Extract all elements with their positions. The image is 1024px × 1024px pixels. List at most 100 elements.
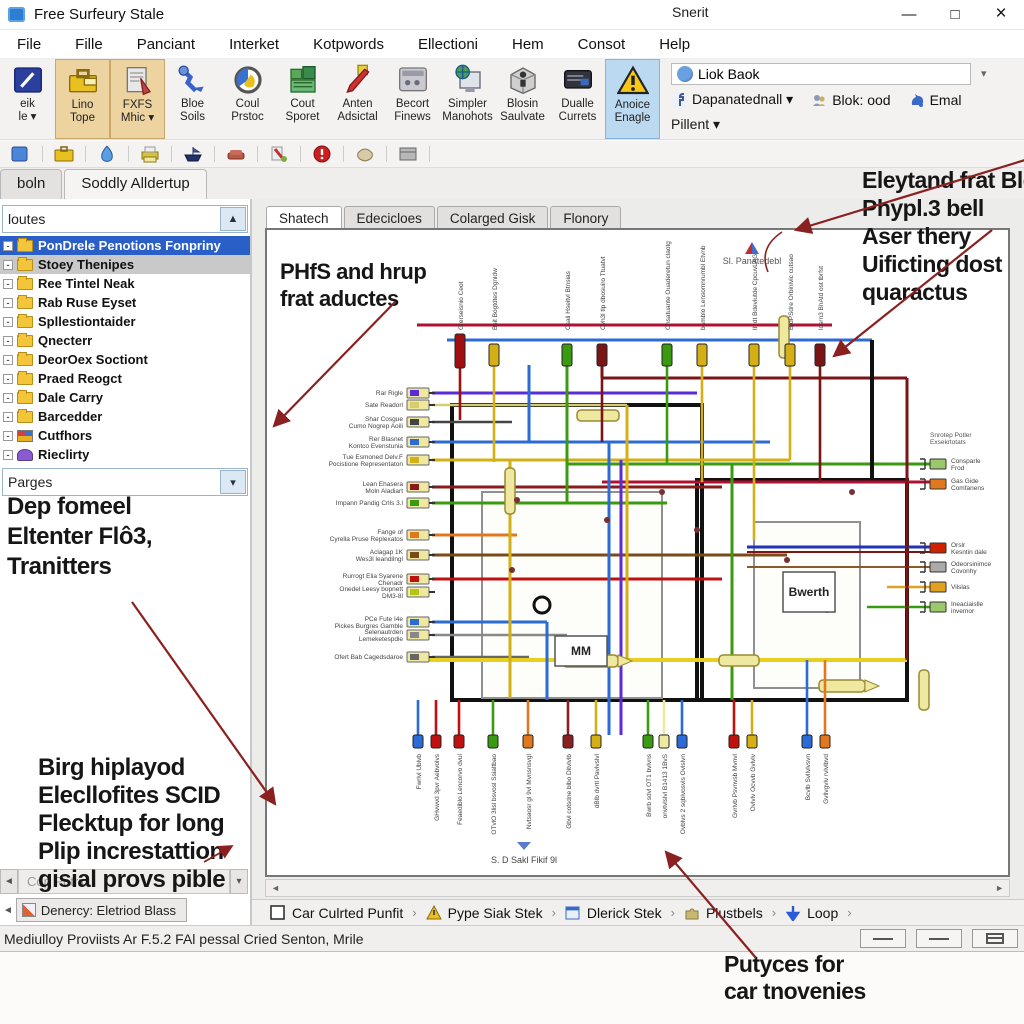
quickbar-icon[interactable]	[183, 145, 203, 163]
tree-expand-icon[interactable]: -	[3, 297, 13, 308]
menu-item[interactable]: Kotpwords	[313, 35, 384, 53]
diagram-tab[interactable]: Shatech	[266, 206, 342, 230]
tree-expand-icon[interactable]: -	[3, 278, 13, 289]
tree-folder-icon	[17, 237, 33, 252]
tree-item[interactable]: - PonDrele Penotions Fonpriny	[0, 236, 250, 255]
tree-item[interactable]: - Barcedder	[0, 407, 250, 426]
tree-expand-icon[interactable]: -	[3, 354, 13, 365]
quickbar-icon[interactable]	[140, 145, 160, 163]
toolbar-button[interactable]: eik le ▾	[0, 59, 55, 139]
pillent-button[interactable]: Pillent ▾	[671, 116, 721, 132]
scroll-down-arrow[interactable]: ▾	[230, 869, 248, 894]
restore-button-2[interactable]	[916, 929, 962, 948]
toolbar-button[interactable]: Anoice Enagle	[605, 59, 660, 139]
tree-item[interactable]: - Praed Reogct	[0, 369, 250, 388]
menu-item[interactable]: Panciant	[136, 35, 196, 53]
denercy-button[interactable]: Denercy: Eletriod Blass	[15, 898, 188, 922]
toolbar-button[interactable]: Dualle Currets	[550, 59, 605, 139]
toolbar-button[interactable]: Bloe Soils	[165, 59, 220, 139]
tree-expand-icon[interactable]: -	[3, 240, 13, 251]
quickbar-icon[interactable]	[97, 145, 117, 163]
scrollbar-left-arrow[interactable]: ◄	[271, 883, 280, 893]
restore-button-3[interactable]	[972, 929, 1018, 948]
quickbar-icon[interactable]	[398, 145, 418, 163]
svg-text:bamblo Lensomnrumbl Etvnb: bamblo Lensomnrumbl Etvnb	[700, 245, 707, 330]
tree-expand-icon[interactable]: -	[3, 259, 13, 270]
search-input[interactable]	[698, 66, 948, 82]
scrollbar-right-arrow[interactable]: ►	[995, 883, 1004, 893]
toolbar-button[interactable]: Simpler Manohots	[440, 59, 495, 139]
quickbar-icon[interactable]	[269, 145, 289, 163]
tree-item[interactable]: - Stoey Thenipes	[0, 255, 250, 274]
quickbar-icon[interactable]	[11, 145, 31, 163]
diagram-tab[interactable]: Flonory	[550, 206, 622, 230]
routes-collapse-button[interactable]: ▲	[220, 207, 246, 231]
tree-expand-icon[interactable]: -	[3, 430, 13, 441]
breadcrumb-item[interactable]: Dlerick Stek	[565, 905, 662, 921]
quickbar-icon[interactable]	[226, 145, 246, 163]
toolbar-button[interactable]: Coul Prstoc	[220, 59, 275, 139]
tree-expand-icon[interactable]: -	[3, 392, 13, 403]
menu-item[interactable]: Consot	[577, 35, 626, 53]
breadcrumb-item-icon	[270, 904, 286, 921]
document-tab[interactable]: Soddly Alldertup	[64, 169, 207, 199]
scroll-left-arrow[interactable]: ◄	[0, 869, 18, 894]
svg-text:Rar Rigle: Rar Rigle	[376, 390, 403, 397]
parges-collapse-button[interactable]: ▾	[220, 470, 246, 494]
tree-item[interactable]: - Spllestiontaider	[0, 312, 250, 331]
toolbar-button[interactable]: Lino Tope	[55, 59, 110, 139]
tree-expand-icon[interactable]: -	[3, 411, 13, 422]
minimize-button[interactable]: —	[901, 5, 917, 23]
tree-expand-icon[interactable]: -	[3, 316, 13, 327]
breadcrumb-item[interactable]: Loop	[785, 905, 838, 922]
menu-item[interactable]: Hem	[512, 35, 544, 53]
back-arrow-icon[interactable]: ◄	[3, 904, 13, 916]
document-tab[interactable]: boln	[0, 169, 63, 199]
tree-item[interactable]: - DeorOex Soctiont	[0, 350, 250, 369]
quickbar-icon[interactable]	[54, 145, 74, 163]
toolbar-button[interactable]: FXFS Mhic ▾	[110, 59, 165, 139]
toolbar-button-icon	[231, 62, 265, 98]
breadcrumb-item[interactable]: Pype Siak Stek	[425, 904, 543, 921]
search-dropdown-arrow[interactable]: ▾	[981, 68, 987, 80]
menu-item[interactable]: File	[17, 35, 42, 53]
menu-item[interactable]: Ellectioni	[417, 35, 478, 53]
close-button[interactable]: ×	[995, 3, 1007, 24]
menu-item[interactable]: Help	[659, 35, 691, 53]
svg-text:Onsatuante Ouaderetun claotg: Onsatuante Ouaderetun claotg	[665, 241, 672, 330]
tree-item[interactable]: - Rieclirty	[0, 445, 250, 464]
diagram-tab[interactable]: Colarged Gisk	[436, 206, 549, 230]
menu-item[interactable]: Interket	[229, 35, 280, 53]
tree-expand-icon[interactable]: -	[3, 373, 13, 384]
toolbar-button[interactable]: Blosin Saulvate	[495, 59, 550, 139]
tree-item[interactable]: - Cutfhors	[0, 426, 250, 445]
canvas-horizontal-scrollbar[interactable]: ◄ ►	[265, 879, 1010, 897]
toolbar-button[interactable]: Becort Finews	[385, 59, 440, 139]
tree-item[interactable]: - Qnecterr	[0, 331, 250, 350]
breadcrumb-item[interactable]: Plustbels	[684, 905, 763, 921]
search-box[interactable]	[671, 63, 971, 85]
toolbar-button[interactable]: Anten Adsictal	[330, 59, 385, 139]
menu-item[interactable]: Fille	[75, 35, 103, 53]
toolbar-link[interactable]: Emal	[909, 92, 962, 108]
quickbar-icon[interactable]	[355, 145, 375, 163]
quickbar-icon[interactable]	[312, 145, 332, 163]
tree-expand-icon[interactable]: -	[3, 335, 13, 346]
toolbar-button[interactable]: Cout Sporet	[275, 59, 330, 139]
breadcrumb-item[interactable]: Car Culrted Punfit	[270, 905, 403, 921]
restore-button-1[interactable]	[860, 929, 906, 948]
maximize-button[interactable]: □	[950, 5, 960, 23]
toolbar-link[interactable]: Dapanatednall ▾	[671, 91, 793, 108]
diagram-tab[interactable]: Edecicloes	[343, 206, 435, 230]
toolbar-link[interactable]: Blok: ood	[811, 92, 891, 108]
tree-item[interactable]: - Dale Carry	[0, 388, 250, 407]
tree-item[interactable]: - Ree Tintel Neak	[0, 274, 250, 293]
tree-expand-icon[interactable]: -	[3, 449, 13, 460]
tree-item[interactable]: - Rab Ruse Eyset	[0, 293, 250, 312]
scroll-field[interactable]: Cop Potric	[18, 869, 230, 894]
